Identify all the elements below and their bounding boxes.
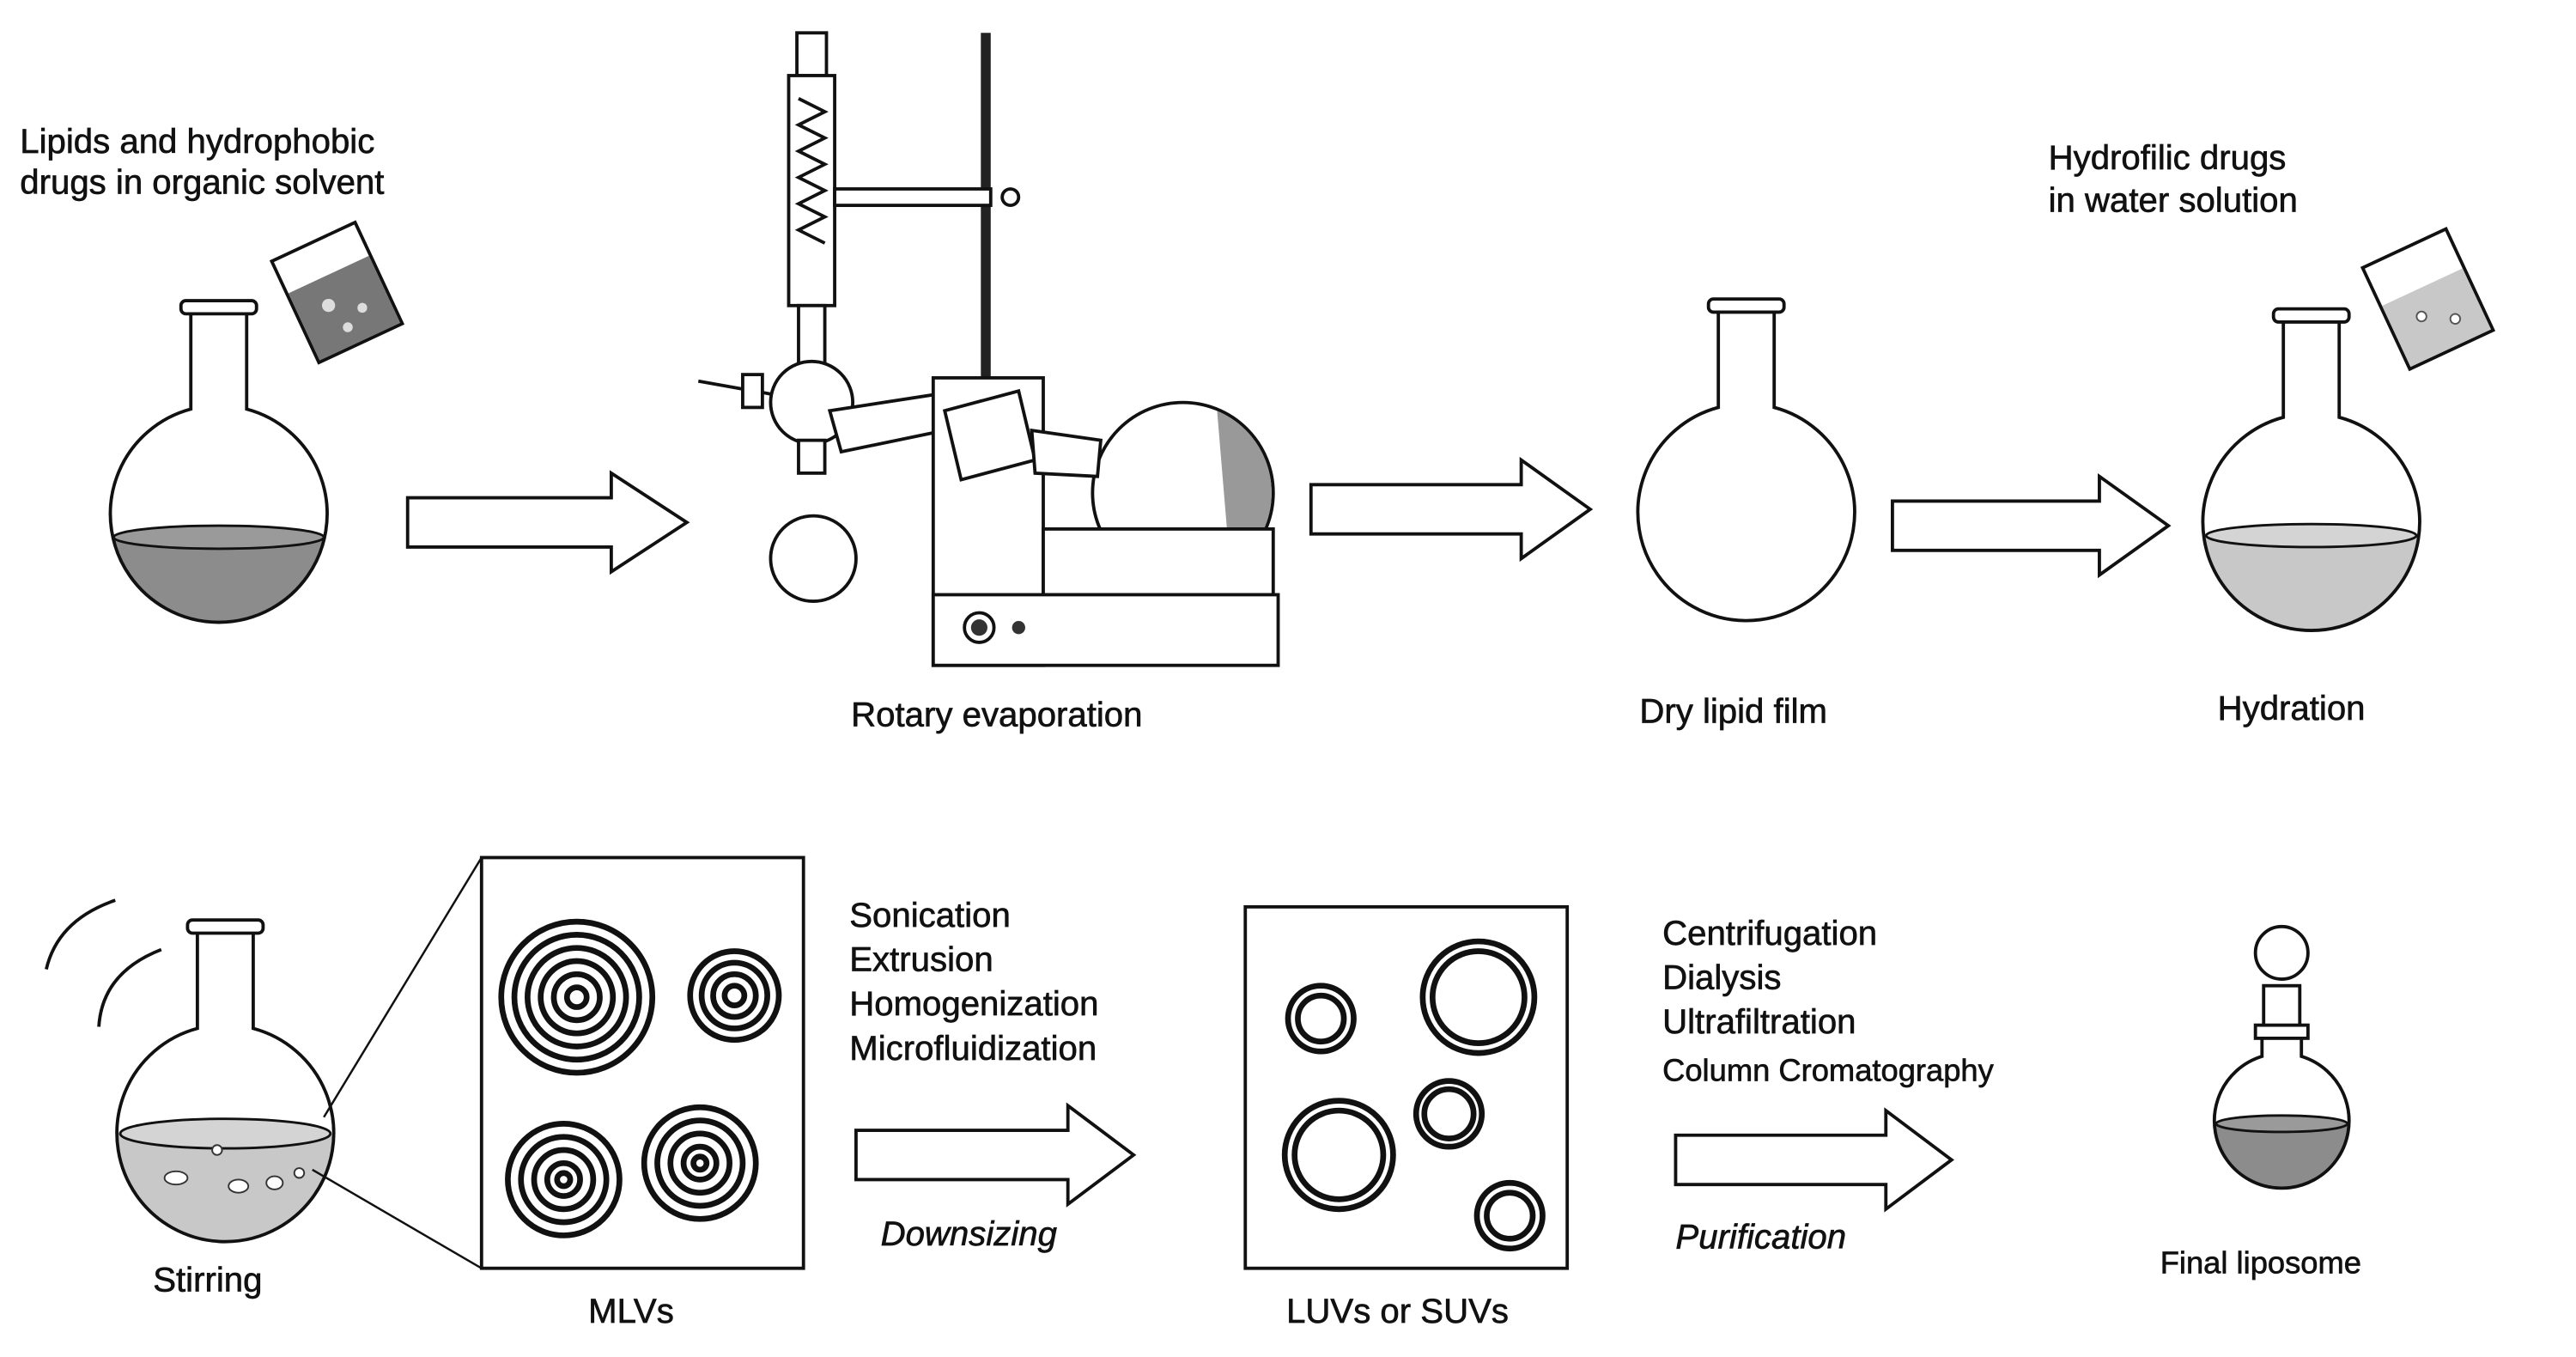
mlv-vesicles (498, 918, 782, 1238)
hydrophilic-label-line2: in water solution (2049, 181, 2298, 220)
hydration-label: Hydration (2218, 689, 2366, 727)
method-dialysis: Dialysis (1662, 958, 1781, 997)
rotary-evaporator (697, 31, 1280, 667)
method-homogenization: Homogenization (849, 984, 1098, 1023)
rotary-evaporation-label: Rotary evaporation (851, 695, 1142, 733)
arrow-right-icon (1674, 1107, 1954, 1213)
stirring-motion-icon (45, 898, 162, 1027)
method-ultrafiltration: Ultrafiltration (1662, 1002, 1856, 1041)
arrow-right-icon (1891, 473, 2172, 579)
arrow-right-icon (1309, 456, 1594, 563)
zoom-lines (312, 856, 483, 1269)
luvs-label: LUVs or SUVs (1286, 1292, 1509, 1330)
method-extrusion: Extrusion (849, 940, 993, 978)
method-microfluidization: Microfluidization (849, 1029, 1097, 1068)
beaker-icon (269, 220, 405, 365)
method-sonication: Sonication (849, 896, 1011, 934)
flask-stirring (115, 918, 336, 1244)
arrow-right-icon (405, 470, 690, 575)
downsizing-label: Downsizing (881, 1214, 1057, 1253)
start-label-line1: Lipids and hydrophobic (20, 122, 374, 161)
dry-lipid-film-label: Dry lipid film (1639, 692, 1827, 731)
final-liposome-label: Final liposome (2160, 1244, 2361, 1280)
start-label-line2: drugs in organic solvent (20, 163, 384, 202)
beaker-icon (2360, 227, 2496, 372)
mlvs-label: MLVs (588, 1292, 674, 1330)
method-centrifugation: Centrifugation (1662, 914, 1877, 952)
flask-final-liposome (2212, 924, 2351, 1190)
stirring-label: Stirring (153, 1260, 262, 1299)
arrow-right-icon (854, 1102, 1137, 1208)
flask-hydration (2201, 307, 2421, 633)
flask-organic-solvent (108, 299, 329, 624)
hydrophilic-label-line1: Hydrofilic drugs (2049, 138, 2287, 177)
purification-label: Purification (1675, 1218, 1846, 1257)
method-column-chromatography: Column Cromatography (1662, 1053, 1994, 1088)
flask-dry-lipid-film (1636, 297, 1856, 623)
luv-vesicles (1281, 938, 1546, 1252)
